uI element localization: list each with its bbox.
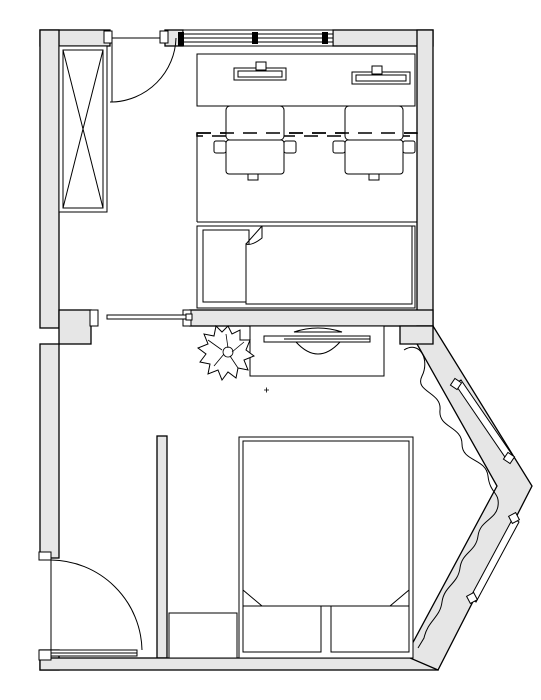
office-chair (213, 105, 297, 181)
center-mark (264, 387, 269, 393)
window-top (178, 29, 334, 47)
single-bed (196, 225, 416, 309)
wall-bay-inner-top (399, 325, 434, 345)
potted-plant (196, 324, 256, 382)
pillow (202, 229, 250, 303)
bay-window (449, 377, 521, 605)
curtain (403, 347, 499, 649)
office-chair (332, 105, 416, 181)
wall-left-upper (39, 29, 60, 329)
laptop (351, 65, 411, 85)
laptop (233, 61, 287, 81)
wall-partition-right (189, 309, 434, 327)
wall-bottom (39, 657, 439, 671)
closet-door (103, 30, 177, 103)
wall-left-lower (39, 343, 60, 559)
wall-bay-outer (409, 325, 533, 671)
entry-door (38, 551, 143, 661)
wall-right-upper (416, 29, 434, 327)
double-bed (238, 436, 414, 659)
nightstand (168, 612, 238, 659)
pillow (330, 605, 410, 653)
wall-partition-left (58, 309, 92, 345)
pillow (242, 605, 322, 653)
sliding-door (89, 309, 193, 327)
console-table (249, 325, 385, 377)
wall-inner-vertical (156, 435, 168, 659)
wardrobe (58, 45, 108, 213)
